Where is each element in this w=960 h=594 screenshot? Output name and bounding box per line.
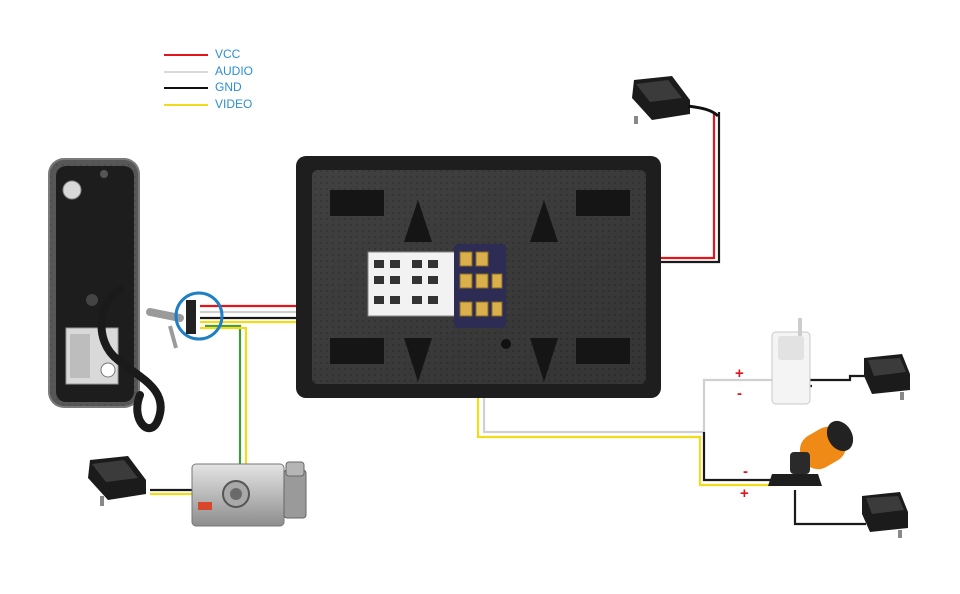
legend-label: AUDIO — [215, 63, 254, 78]
legend-item-gnd: GND — [164, 80, 284, 97]
black-wire — [702, 432, 778, 482]
camera-plus-label: + — [740, 485, 749, 502]
electric-lock — [191, 461, 307, 527]
sensor-minus-label: - — [737, 385, 742, 402]
legend-item-vcc: VCC — [164, 47, 284, 64]
legend-swatch — [164, 87, 208, 89]
power-adapter-sensor — [864, 354, 910, 400]
pir-sensor — [771, 318, 811, 405]
legend-label: VCC — [215, 47, 241, 61]
wire-color-legend: VCC AUDIO GND VIDEO — [164, 47, 284, 113]
legend-swatch — [164, 54, 208, 56]
black-wire — [810, 374, 866, 382]
power-adapter-lock — [88, 456, 146, 506]
legend-swatch — [164, 103, 208, 106]
security-camera — [768, 420, 854, 486]
legend-item-audio: AUDIO — [164, 64, 284, 81]
power-adapter-camera — [862, 492, 908, 538]
sensor-plus-label: + — [735, 365, 744, 382]
outdoor-camera-unit — [48, 158, 224, 432]
legend-label: GND — [215, 80, 242, 94]
legend-label: VIDEO — [215, 96, 253, 111]
legend-item-video: VIDEO — [164, 97, 284, 114]
indoor-monitor — [296, 156, 661, 398]
power-adapter-monitor — [632, 76, 720, 124]
legend-swatch — [164, 70, 208, 73]
camera-minus-label: - — [743, 463, 748, 480]
black-wire — [793, 490, 866, 526]
